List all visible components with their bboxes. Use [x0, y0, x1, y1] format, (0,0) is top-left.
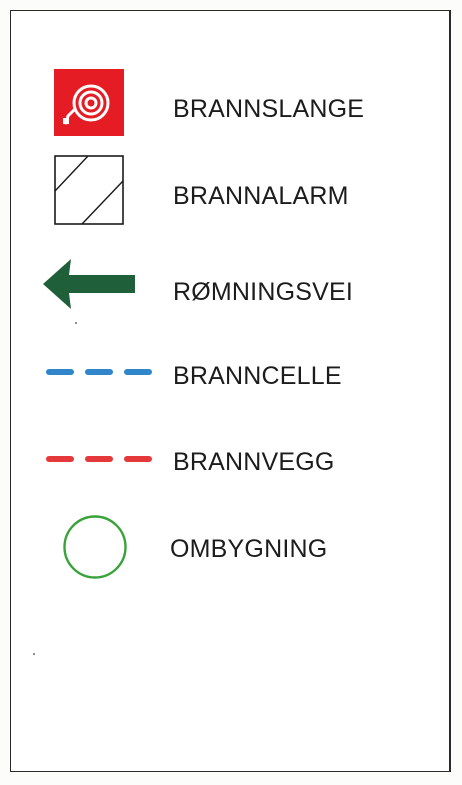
legend-label-branncelle: BRANNCELLE	[173, 362, 342, 390]
blue-dashed-line-icon	[44, 364, 154, 380]
fire-hose-icon	[54, 69, 124, 136]
legend-label-romningsvei: RØMNINGSVEI	[173, 278, 353, 306]
legend-label-brannslange: BRANNSLANGE	[173, 95, 365, 123]
escape-route-arrow-icon	[41, 256, 137, 312]
scan-speck	[33, 653, 35, 655]
legend-label-brannvegg: BRANNVEGG	[173, 448, 335, 476]
fire-alarm-icon	[54, 155, 124, 225]
scan-speck	[75, 322, 77, 324]
legend-label-ombygning: OMBYGNING	[170, 535, 328, 563]
legend-label-brannalarm: BRANNALARM	[173, 182, 349, 210]
red-dashed-line-icon	[44, 451, 154, 467]
green-circle-icon	[62, 514, 128, 580]
legend-box	[10, 10, 451, 772]
